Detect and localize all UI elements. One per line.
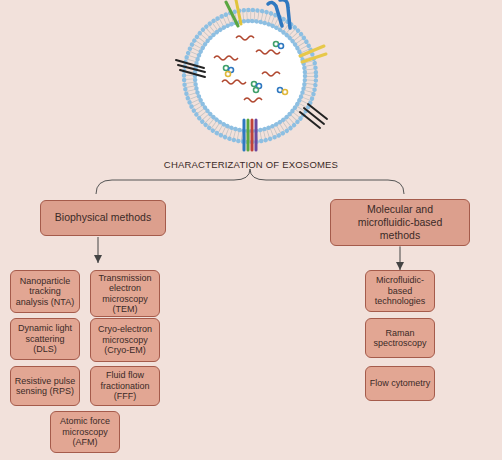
figure-title: CHARACTERIZATION OF EXOSOMES — [0, 159, 502, 170]
method-box: Atomic force microscopy (AFM) — [50, 411, 120, 453]
method-box: Dynamic light scattering (DLS) — [10, 318, 80, 360]
method-box: Flow cytometry — [365, 366, 435, 401]
box-label: Transmission electron microscopy (TEM) — [94, 273, 156, 314]
exosome-lumen — [196, 22, 304, 130]
method-box: Raman spectroscopy — [365, 318, 435, 358]
box-label: Resistive pulse sensing (RPS) — [14, 376, 76, 397]
lipid-heads-inner — [195, 21, 305, 131]
box-label: Microfluidic-based technologies — [369, 275, 431, 306]
method-box: Resistive pulse sensing (RPS) — [10, 366, 80, 406]
box-label: Molecular and microfluidic-based methods — [339, 203, 461, 242]
connector-arrow — [400, 246, 401, 270]
grouping-bracket — [96, 169, 404, 194]
box-label: Biophysical methods — [55, 211, 151, 224]
method-box: Microfluidic-based technologies — [365, 270, 435, 312]
box-label: Dynamic light scattering (DLS) — [14, 323, 76, 354]
method-box: Fluid flow fractionation (FFF) — [90, 366, 160, 406]
box-label: Atomic force microscopy (AFM) — [54, 416, 116, 447]
category-box: Molecular and microfluidic-based methods — [330, 199, 470, 246]
method-box: Transmission electron microscopy (TEM) — [90, 270, 160, 317]
category-box: Biophysical methods — [40, 200, 166, 236]
method-box: Cryo-electron microscopy (Cryo-EM) — [90, 318, 160, 362]
box-label: Flow cytometry — [370, 378, 431, 388]
lipid-tails — [190, 16, 311, 137]
exosome-illustration — [176, 0, 327, 150]
method-box: Nanoparticle tracking analysis (NTA) — [10, 270, 80, 313]
cargo-molecule — [224, 42, 288, 95]
group-arrow — [98, 237, 99, 263]
box-label: Cryo-electron microscopy (Cryo-EM) — [94, 324, 156, 355]
membrane-protein — [176, 0, 327, 150]
box-label: Raman spectroscopy — [369, 328, 431, 349]
box-label: Fluid flow fractionation (FFF) — [94, 370, 156, 401]
box-label: Nanoparticle tracking analysis (NTA) — [14, 276, 76, 307]
rna-strand — [214, 36, 280, 102]
